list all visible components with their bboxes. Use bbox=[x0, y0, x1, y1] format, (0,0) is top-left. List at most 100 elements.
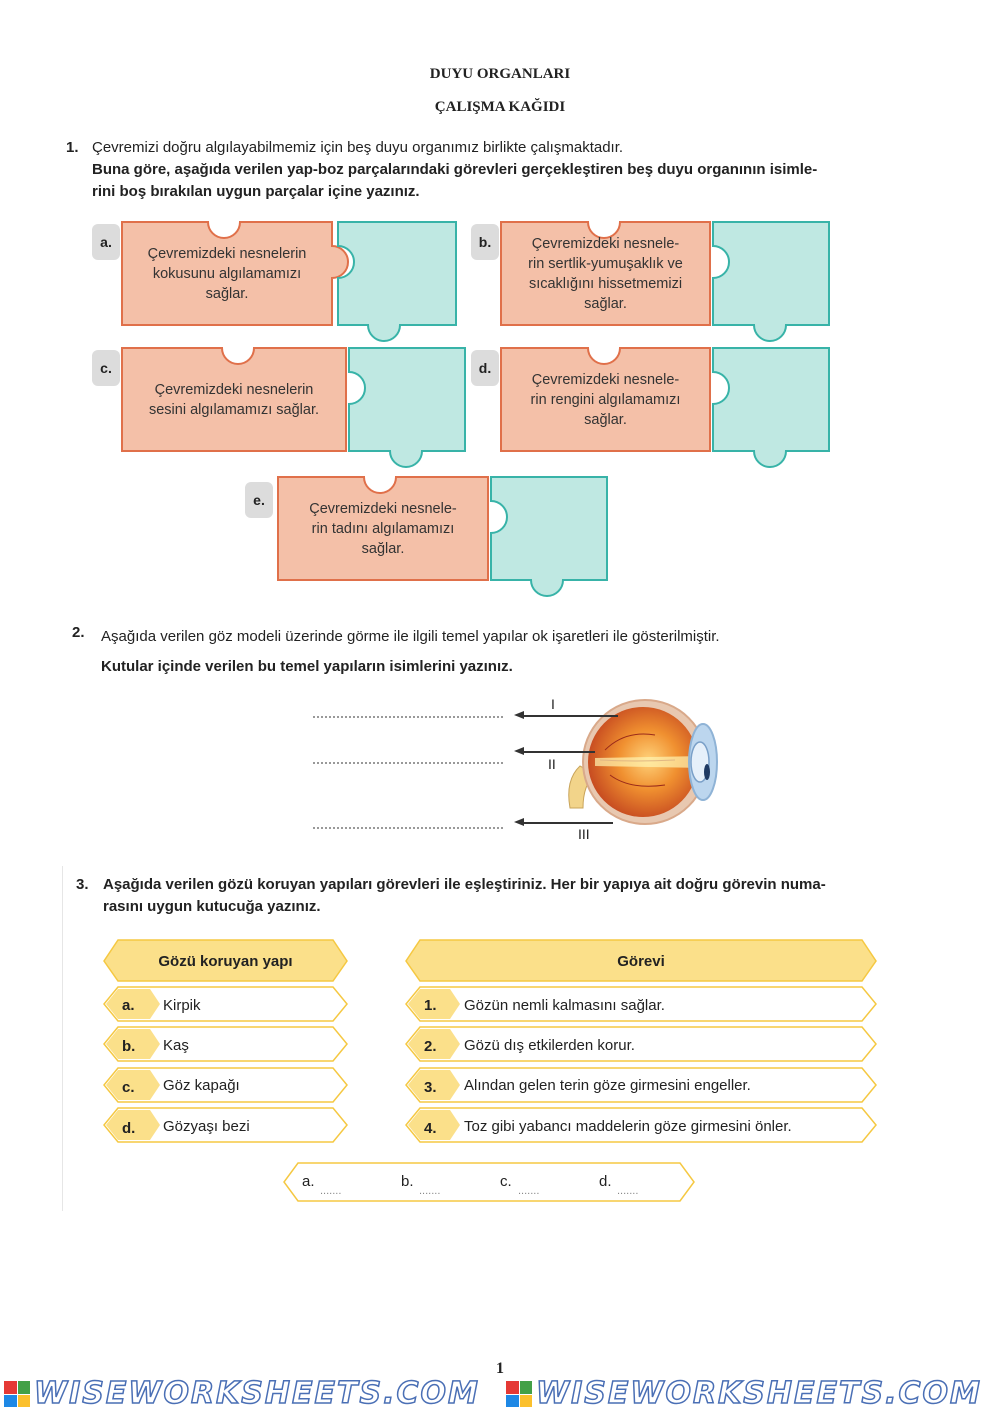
puzzle-e-line1: Çevremizdeki nesnele- bbox=[309, 501, 457, 517]
q1-line2: Buna göre, aşağıda verilen yap-boz parça… bbox=[92, 161, 818, 178]
puzzle-d-line2: rin rengini algılamamızı bbox=[530, 392, 681, 408]
left-row-letter: d. bbox=[122, 1120, 136, 1137]
left-row-letter: c. bbox=[122, 1079, 135, 1096]
right-row-number: 1. bbox=[424, 997, 437, 1014]
q1-line3: rini boş bırakılan uygun parçalar içine … bbox=[92, 183, 420, 200]
puzzle-b-answer-box[interactable] bbox=[715, 224, 827, 323]
puzzle-a-answer-box[interactable] bbox=[340, 224, 454, 323]
answer-blank-d[interactable]: ....... bbox=[617, 1185, 639, 1197]
right-row-text: Toz gibi yabancı maddelerin göze girmesi… bbox=[464, 1118, 792, 1135]
eye-diagram bbox=[568, 699, 718, 825]
puzzle-b-text: Çevremizdeki nesnele- rin sertlik-yumuşa… bbox=[503, 224, 708, 324]
right-row-number: 3. bbox=[424, 1079, 437, 1096]
answer-label-b: b. bbox=[401, 1173, 414, 1190]
puzzle-d-line1: Çevremizdeki nesnele- bbox=[531, 372, 680, 388]
left-row-text: Gözyaşı bezi bbox=[163, 1118, 250, 1135]
puzzle-d-answer-box[interactable] bbox=[715, 350, 827, 449]
puzzle-c-line2: sesini algılamamızı sağlar. bbox=[148, 402, 320, 418]
puzzle-e-line2: rin tadını algılamamızı bbox=[311, 521, 455, 537]
answer-line-2[interactable] bbox=[313, 762, 503, 764]
puzzle-c-text: Çevremizdeki nesnelerin sesini algılamam… bbox=[124, 350, 344, 450]
left-row-text: Göz kapağı bbox=[163, 1077, 240, 1094]
right-row-text: Alından gelen terin göze girmesini engel… bbox=[464, 1077, 751, 1094]
left-header-shape bbox=[103, 939, 348, 982]
answer-line-1[interactable] bbox=[313, 716, 503, 718]
puzzle-b-label: b. bbox=[471, 224, 499, 260]
answer-label-a: a. bbox=[302, 1173, 315, 1190]
right-row-tags bbox=[408, 989, 460, 1140]
puzzle-e-line3: sağlar. bbox=[361, 541, 405, 557]
q3-line2: rasını uygun kutucuğa yazınız. bbox=[103, 898, 321, 915]
arrow-2-label: II bbox=[548, 756, 556, 772]
puzzle-e-label: e. bbox=[245, 482, 273, 518]
puzzle-a-line1: Çevremizdeki nesnelerin bbox=[147, 246, 307, 262]
brand-text-right: WISEWORKSHEETS.COM bbox=[535, 1375, 982, 1412]
puzzle-b-line4: sağlar. bbox=[584, 296, 627, 312]
left-row-letter: a. bbox=[122, 997, 135, 1014]
puzzle-b-line1: Çevremizdeki nesnele- bbox=[531, 236, 680, 252]
q3-line1: Aşağıda verilen gözü koruyan yapıları gö… bbox=[103, 876, 826, 893]
q3-text: Aşağıda verilen gözü koruyan yapıları gö… bbox=[103, 874, 893, 918]
puzzle-e-text: Çevremizdeki nesnele- rin tadını algılam… bbox=[280, 479, 486, 579]
answer-label-c: c. bbox=[500, 1173, 512, 1190]
brand-text-left: WISEWORKSHEETS.COM bbox=[33, 1375, 480, 1412]
q2-line1: Aşağıda verilen göz modeli üzerinde görm… bbox=[101, 628, 720, 645]
right-row-shapes bbox=[405, 986, 877, 1143]
left-row-tags bbox=[106, 989, 160, 1140]
left-row-shapes bbox=[103, 986, 348, 1143]
q1-line1: Çevremizi doğru algılayabilmemiz için be… bbox=[92, 139, 624, 156]
puzzle-a-text: Çevremizdeki nesnelerin kokusunu algılam… bbox=[124, 224, 330, 324]
q3-left-rule bbox=[62, 866, 63, 1211]
puzzle-b-line3: sıcaklığını hissetmemizi bbox=[528, 276, 683, 292]
puzzle-d-line3: sağlar. bbox=[584, 412, 627, 428]
right-header: Görevi bbox=[617, 953, 665, 970]
matching-shapes bbox=[103, 939, 877, 1202]
q1-text: Çevremizi doğru algılayabilmemiz için be… bbox=[92, 137, 852, 203]
q3-number: 3. bbox=[76, 876, 89, 893]
page-subtitle: ÇALIŞMA KAĞIDI bbox=[434, 99, 566, 115]
right-row-text: Gözün nemli kalmasını sağlar. bbox=[464, 997, 665, 1014]
puzzle-a-line2: kokusunu algılamamızı bbox=[152, 266, 302, 282]
arrow-2-head bbox=[514, 747, 524, 755]
wiseworksheets-logo-icon bbox=[4, 1381, 30, 1407]
puzzle-shapes bbox=[121, 221, 830, 597]
answer-label-d: d. bbox=[599, 1173, 612, 1190]
arrow-1-head bbox=[514, 711, 524, 719]
left-row-text: Kaş bbox=[163, 1037, 189, 1054]
arrow-3-label: III bbox=[578, 826, 590, 842]
q1-number: 1. bbox=[66, 139, 79, 156]
puzzle-d-shapes bbox=[500, 347, 830, 468]
puzzle-c-label: c. bbox=[92, 350, 120, 386]
right-row-text: Gözü dış etkilerden korur. bbox=[464, 1037, 635, 1054]
arrow-3-head bbox=[514, 818, 524, 826]
puzzle-e-answer-box[interactable] bbox=[493, 479, 605, 578]
puzzle-a-label: a. bbox=[92, 224, 120, 260]
puzzle-a-line3: sağlar. bbox=[205, 286, 249, 302]
page-number: 1 bbox=[496, 1360, 504, 1377]
left-header: Gözü koruyan yapı bbox=[158, 953, 293, 970]
right-row-number: 4. bbox=[424, 1120, 437, 1137]
puzzle-c-answer-box[interactable] bbox=[351, 350, 463, 449]
puzzle-d-label: d. bbox=[471, 350, 499, 386]
right-header-shape bbox=[405, 939, 877, 982]
answer-blank-c[interactable]: ....... bbox=[518, 1185, 540, 1197]
answer-line-3[interactable] bbox=[313, 827, 503, 829]
arrow-1-label: I bbox=[551, 696, 555, 712]
puzzle-c-shapes bbox=[121, 347, 466, 468]
puzzle-a-shapes bbox=[121, 221, 457, 342]
puzzle-e-shapes bbox=[277, 476, 608, 597]
puzzle-d-text: Çevremizdeki nesnele- rin rengini algıla… bbox=[503, 350, 708, 450]
wiseworksheets-logo-icon bbox=[506, 1381, 532, 1407]
puzzle-b-line2: rin sertlik-yumuşaklık ve bbox=[528, 256, 683, 272]
q2-text: Aşağıda verilen göz modeli üzerinde görm… bbox=[101, 622, 861, 682]
puzzle-b-shapes bbox=[500, 221, 830, 342]
answer-blank-b[interactable]: ....... bbox=[419, 1185, 441, 1197]
answer-strip-shape bbox=[283, 1162, 695, 1202]
puzzle-c-line1: Çevremizdeki nesnelerin bbox=[154, 382, 314, 398]
answer-blank-a[interactable]: ....... bbox=[320, 1185, 342, 1197]
left-row-letter: b. bbox=[122, 1038, 136, 1055]
right-row-number: 2. bbox=[424, 1038, 437, 1055]
arrow-3-line bbox=[523, 822, 613, 824]
left-row-text: Kirpik bbox=[163, 997, 201, 1014]
arrow-1-line bbox=[523, 715, 618, 717]
